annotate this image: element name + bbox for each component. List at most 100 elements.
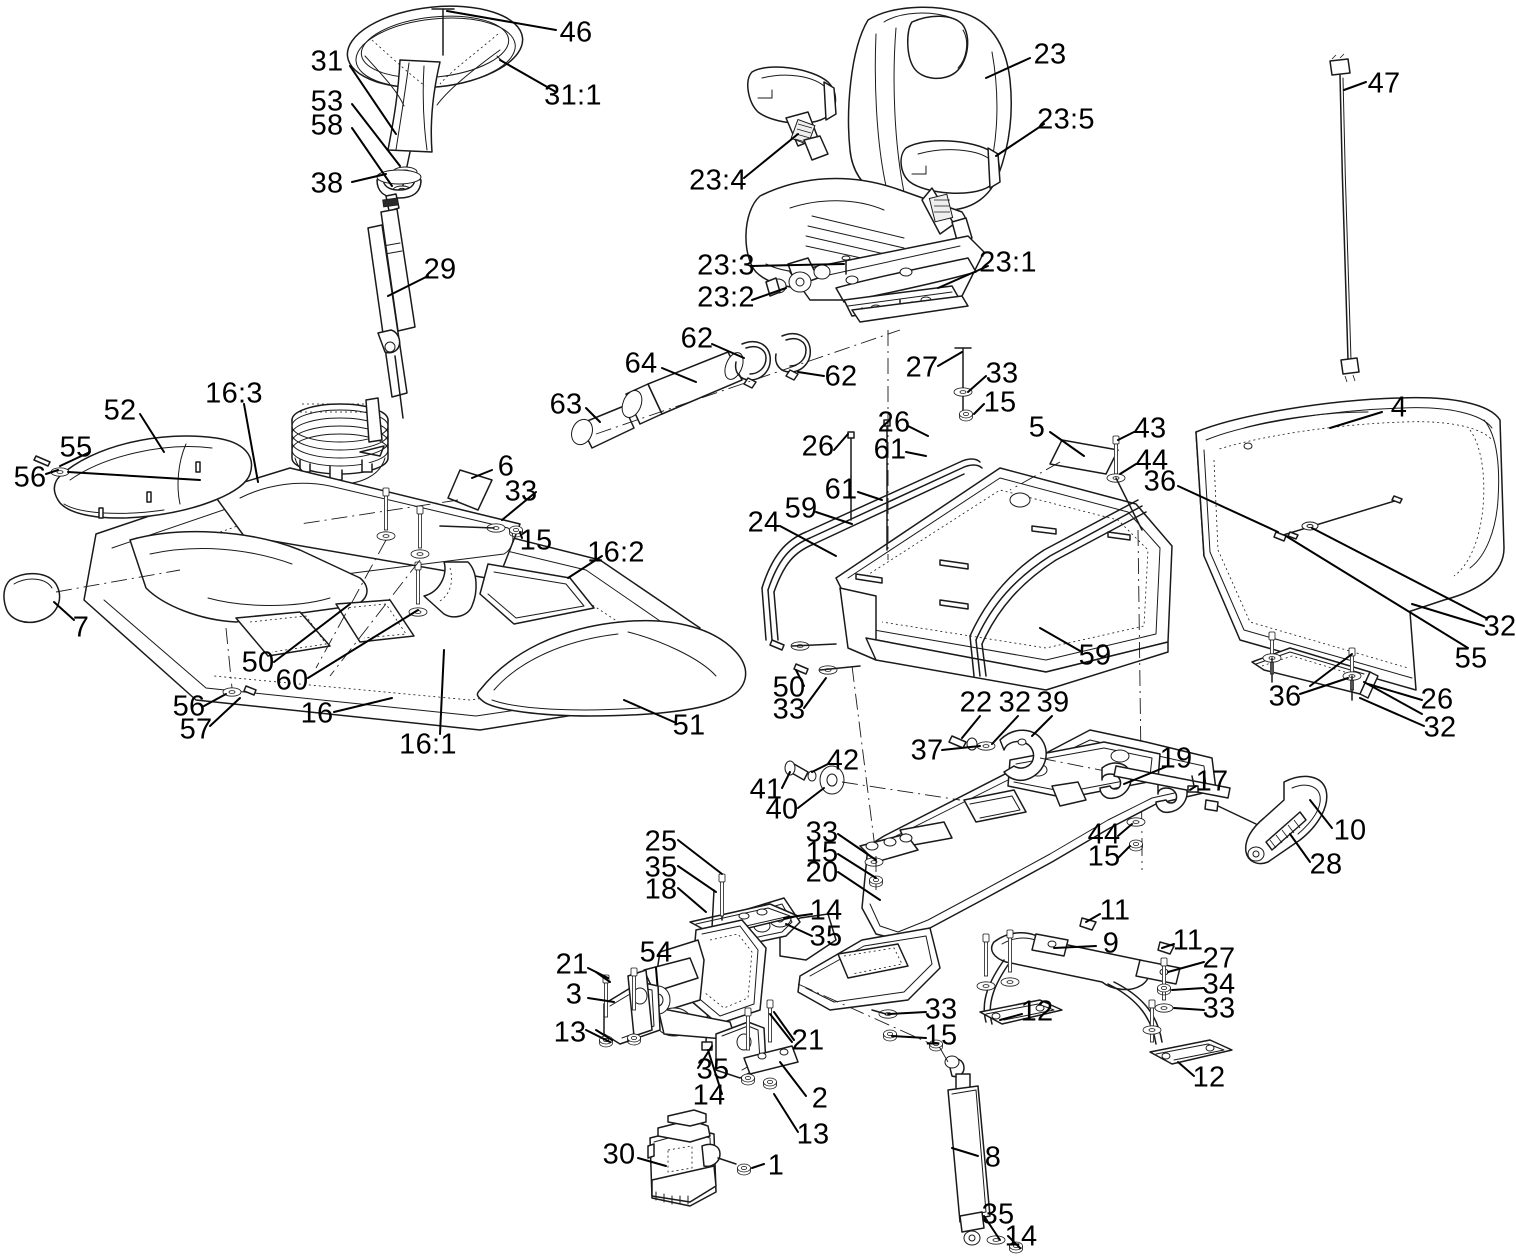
- callout-25: 25: [644, 825, 678, 858]
- leader-lines: [45, 10, 1485, 1249]
- part-roller: [784, 760, 961, 801]
- callout-27: 27: [1202, 942, 1236, 975]
- callout-58: 58: [310, 109, 344, 142]
- callout-59: 59: [1078, 639, 1112, 672]
- callout-36: 36: [1268, 680, 1302, 713]
- callout-3: 3: [565, 978, 583, 1011]
- callout-16-3: 16:3: [205, 377, 263, 410]
- callout-1: 1: [767, 1149, 785, 1182]
- callout-27: 27: [905, 351, 939, 384]
- part-link-bar: [976, 917, 1233, 1065]
- callout-29: 29: [423, 253, 457, 286]
- callout-36: 36: [1143, 465, 1177, 498]
- callout-13: 13: [553, 1016, 587, 1049]
- callout-26: 26: [1420, 683, 1454, 716]
- callout-24: 24: [747, 506, 781, 539]
- part-cam-plate: [948, 729, 1131, 782]
- callout-31: 31: [310, 45, 344, 78]
- callout-33: 33: [504, 475, 538, 508]
- callout-37: 37: [910, 734, 944, 767]
- callout-62: 62: [824, 360, 858, 393]
- callout-11: 11: [1172, 924, 1204, 957]
- callout-64: 64: [624, 347, 658, 380]
- callout-41: 41: [749, 773, 783, 806]
- callout-20: 20: [805, 856, 839, 889]
- callout-31-1: 31:1: [544, 79, 602, 112]
- callout-40: 40: [765, 793, 799, 826]
- callout-33: 33: [924, 993, 958, 1026]
- part-steering-column: [291, 193, 416, 485]
- callout-5: 5: [1028, 411, 1046, 444]
- callout-17: 17: [1195, 765, 1229, 798]
- callout-23-1: 23:1: [979, 246, 1037, 279]
- callout-15: 15: [1087, 840, 1121, 873]
- callout-16: 16: [300, 697, 334, 730]
- callout-18: 18: [644, 873, 678, 906]
- callout-22: 22: [959, 686, 993, 719]
- callout-23-3: 23:3: [697, 249, 755, 282]
- callout-23-5: 23:5: [1037, 103, 1095, 136]
- callout-12: 12: [1020, 995, 1054, 1028]
- part-floor-pan: [3, 435, 747, 731]
- callout-6: 6: [497, 450, 515, 483]
- callout-26: 26: [801, 430, 835, 463]
- callout-16-1: 16:1: [399, 728, 457, 761]
- callout-23-4: 23:4: [689, 164, 747, 197]
- callout-53: 53: [310, 85, 344, 118]
- callout-63: 63: [549, 388, 583, 421]
- callout-23-2: 23:2: [697, 281, 755, 314]
- callout-12: 12: [1192, 1061, 1226, 1094]
- callout-50: 50: [772, 671, 806, 704]
- callout-9: 9: [1102, 927, 1120, 960]
- callout-50: 50: [241, 646, 275, 679]
- callout-44: 44: [1135, 444, 1169, 477]
- callout-59: 59: [784, 492, 818, 525]
- callout-11: 11: [1099, 894, 1131, 927]
- callout-7: 7: [72, 611, 90, 644]
- callout-57: 57: [179, 713, 213, 746]
- callout-54: 54: [639, 936, 673, 969]
- callout-42: 42: [826, 744, 860, 777]
- callout-10: 10: [1333, 814, 1367, 847]
- part-rear-panel: [1195, 396, 1505, 715]
- callout-26: 26: [877, 406, 911, 439]
- callout-33: 33: [805, 816, 839, 849]
- callout-47: 47: [1367, 67, 1401, 100]
- callout-15: 15: [983, 386, 1017, 419]
- callout-33: 33: [985, 357, 1019, 390]
- callout-16-2: 16:2: [587, 536, 645, 569]
- callout-15: 15: [805, 836, 839, 869]
- callout-2: 2: [811, 1082, 829, 1115]
- callout-55: 55: [59, 431, 93, 464]
- part-grip-assembly: [571, 329, 901, 449]
- callout-61: 61: [824, 473, 858, 506]
- callout-14: 14: [1004, 1220, 1038, 1253]
- part-steering-hardware: [376, 151, 422, 199]
- callout-56: 56: [13, 461, 47, 494]
- callout-52: 52: [103, 394, 137, 427]
- callout-33: 33: [1202, 992, 1236, 1025]
- callout-44: 44: [1087, 818, 1121, 851]
- callout-62: 62: [680, 322, 714, 355]
- callout-60: 60: [275, 664, 309, 697]
- callout-32: 32: [998, 686, 1032, 719]
- callout-21: 21: [791, 1024, 825, 1057]
- callout-39: 39: [1036, 686, 1070, 719]
- callout-56: 56: [172, 690, 206, 723]
- callout-32: 32: [1483, 610, 1516, 643]
- callout-35: 35: [696, 1053, 730, 1086]
- part-harness: [1329, 53, 1360, 383]
- callout-46: 46: [559, 16, 593, 49]
- callout-8: 8: [984, 1141, 1002, 1174]
- callout-14: 14: [692, 1079, 726, 1112]
- callout-23: 23: [1033, 38, 1067, 71]
- part-steering-support: [595, 873, 799, 1207]
- callout-55: 55: [1454, 642, 1488, 675]
- part-frame-deck: [761, 330, 1173, 857]
- callout-33: 33: [772, 693, 806, 726]
- part-pedal-rod: [1099, 762, 1328, 865]
- callout-35: 35: [981, 1198, 1015, 1231]
- callout-30: 30: [602, 1138, 636, 1171]
